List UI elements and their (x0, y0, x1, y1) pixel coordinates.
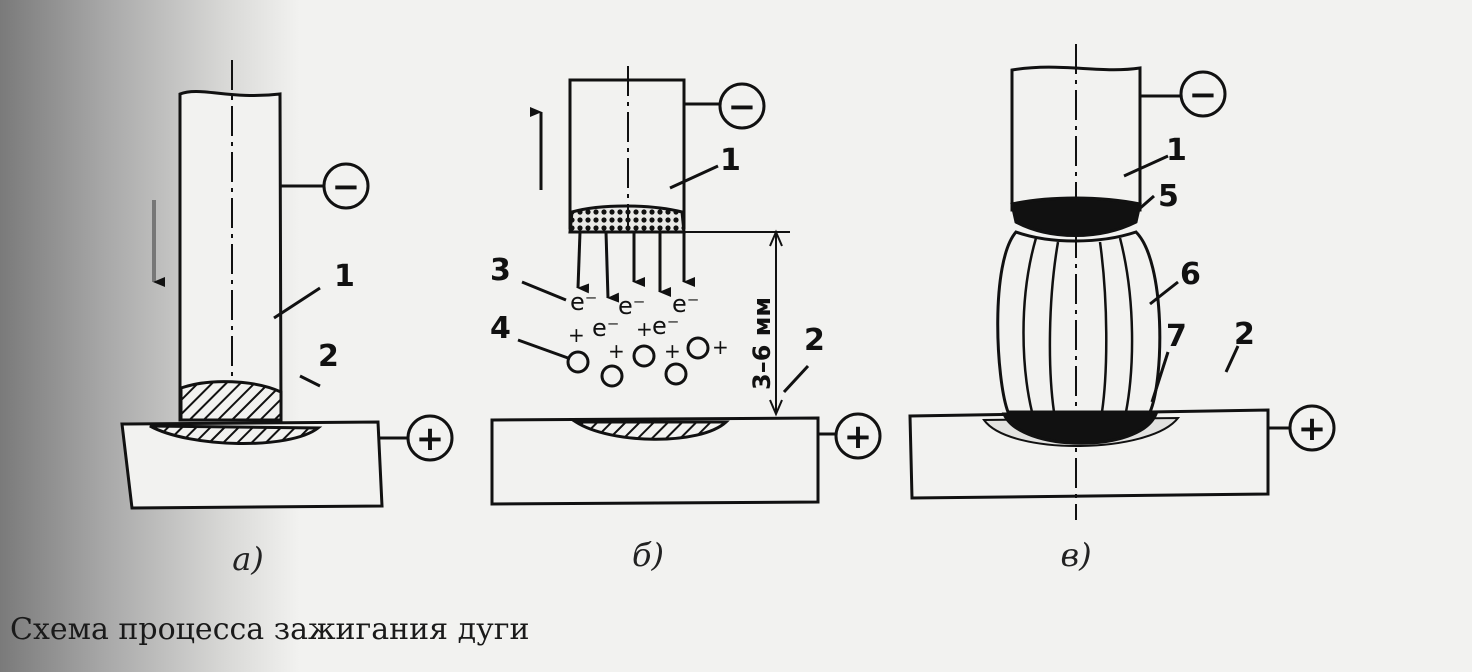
figure-caption: Схема процесса зажигания дуги (10, 612, 530, 647)
negative-terminal-b (718, 82, 766, 130)
arc-column-v (996, 230, 1162, 414)
panel-label-b: б) (632, 536, 664, 574)
label-cathode-spot-v: 5 (1158, 179, 1179, 214)
crater-b (570, 420, 730, 441)
label-electrons-b: 3 (490, 253, 511, 288)
negative-sign-b: − (728, 87, 757, 127)
panel-label-v: в) (1060, 536, 1091, 574)
ion (632, 344, 656, 368)
label-workpiece-b: 2 (804, 323, 825, 358)
weld-zone-a (149, 424, 323, 445)
negative-terminal-v (1179, 70, 1227, 118)
positive-sign-v: + (1298, 409, 1327, 449)
electron-symbol: e⁻ (652, 312, 679, 340)
positive-terminal-b (834, 412, 882, 460)
label-workpiece-a: 2 (318, 339, 339, 374)
panel-v (908, 44, 1336, 520)
electron-symbol: e⁻ (618, 292, 645, 320)
negative-sign-a: − (332, 167, 361, 207)
panel-a (120, 60, 454, 510)
workpiece-b (490, 416, 820, 506)
label-electrode-v: 1 (1166, 133, 1187, 168)
label-electrode-a: 1 (334, 259, 355, 294)
ion (566, 350, 590, 374)
label-electrode-b: 1 (720, 143, 741, 178)
label-arc-column-v: 6 (1180, 257, 1201, 292)
positive-terminal-v (1288, 404, 1336, 452)
positive-sign-b: + (844, 417, 873, 457)
workpiece-a (120, 420, 384, 510)
negative-terminal-a (322, 162, 370, 210)
ion (600, 364, 624, 388)
ion-charge: + (664, 339, 681, 363)
ion (686, 336, 710, 360)
ion (664, 362, 688, 386)
electron-symbol: e⁻ (672, 290, 699, 318)
positive-sign-a: + (416, 419, 445, 459)
anode-spot-v (1001, 412, 1159, 445)
ion-charge: + (712, 335, 729, 359)
cathode-spot-v (1010, 196, 1142, 237)
ion-charge: + (568, 323, 585, 347)
label-workpiece-v: 2 (1234, 317, 1255, 352)
electrode-tip-a (179, 380, 283, 422)
negative-sign-v: − (1189, 75, 1218, 115)
label-ions-b: 4 (490, 311, 511, 346)
electron-symbol: e⁻ (570, 288, 597, 316)
electron-symbol: e⁻ (592, 314, 619, 342)
panel-label-a: а) (232, 540, 264, 578)
ion-charge: + (608, 339, 625, 363)
positive-terminal-a (406, 414, 454, 462)
label-anode-spot-v: 7 (1166, 319, 1187, 354)
panel-b (490, 66, 882, 506)
gap-dimension-label: 3–6 мм (748, 297, 776, 390)
electrode-a (178, 90, 283, 422)
ion-charge: + (636, 317, 653, 341)
